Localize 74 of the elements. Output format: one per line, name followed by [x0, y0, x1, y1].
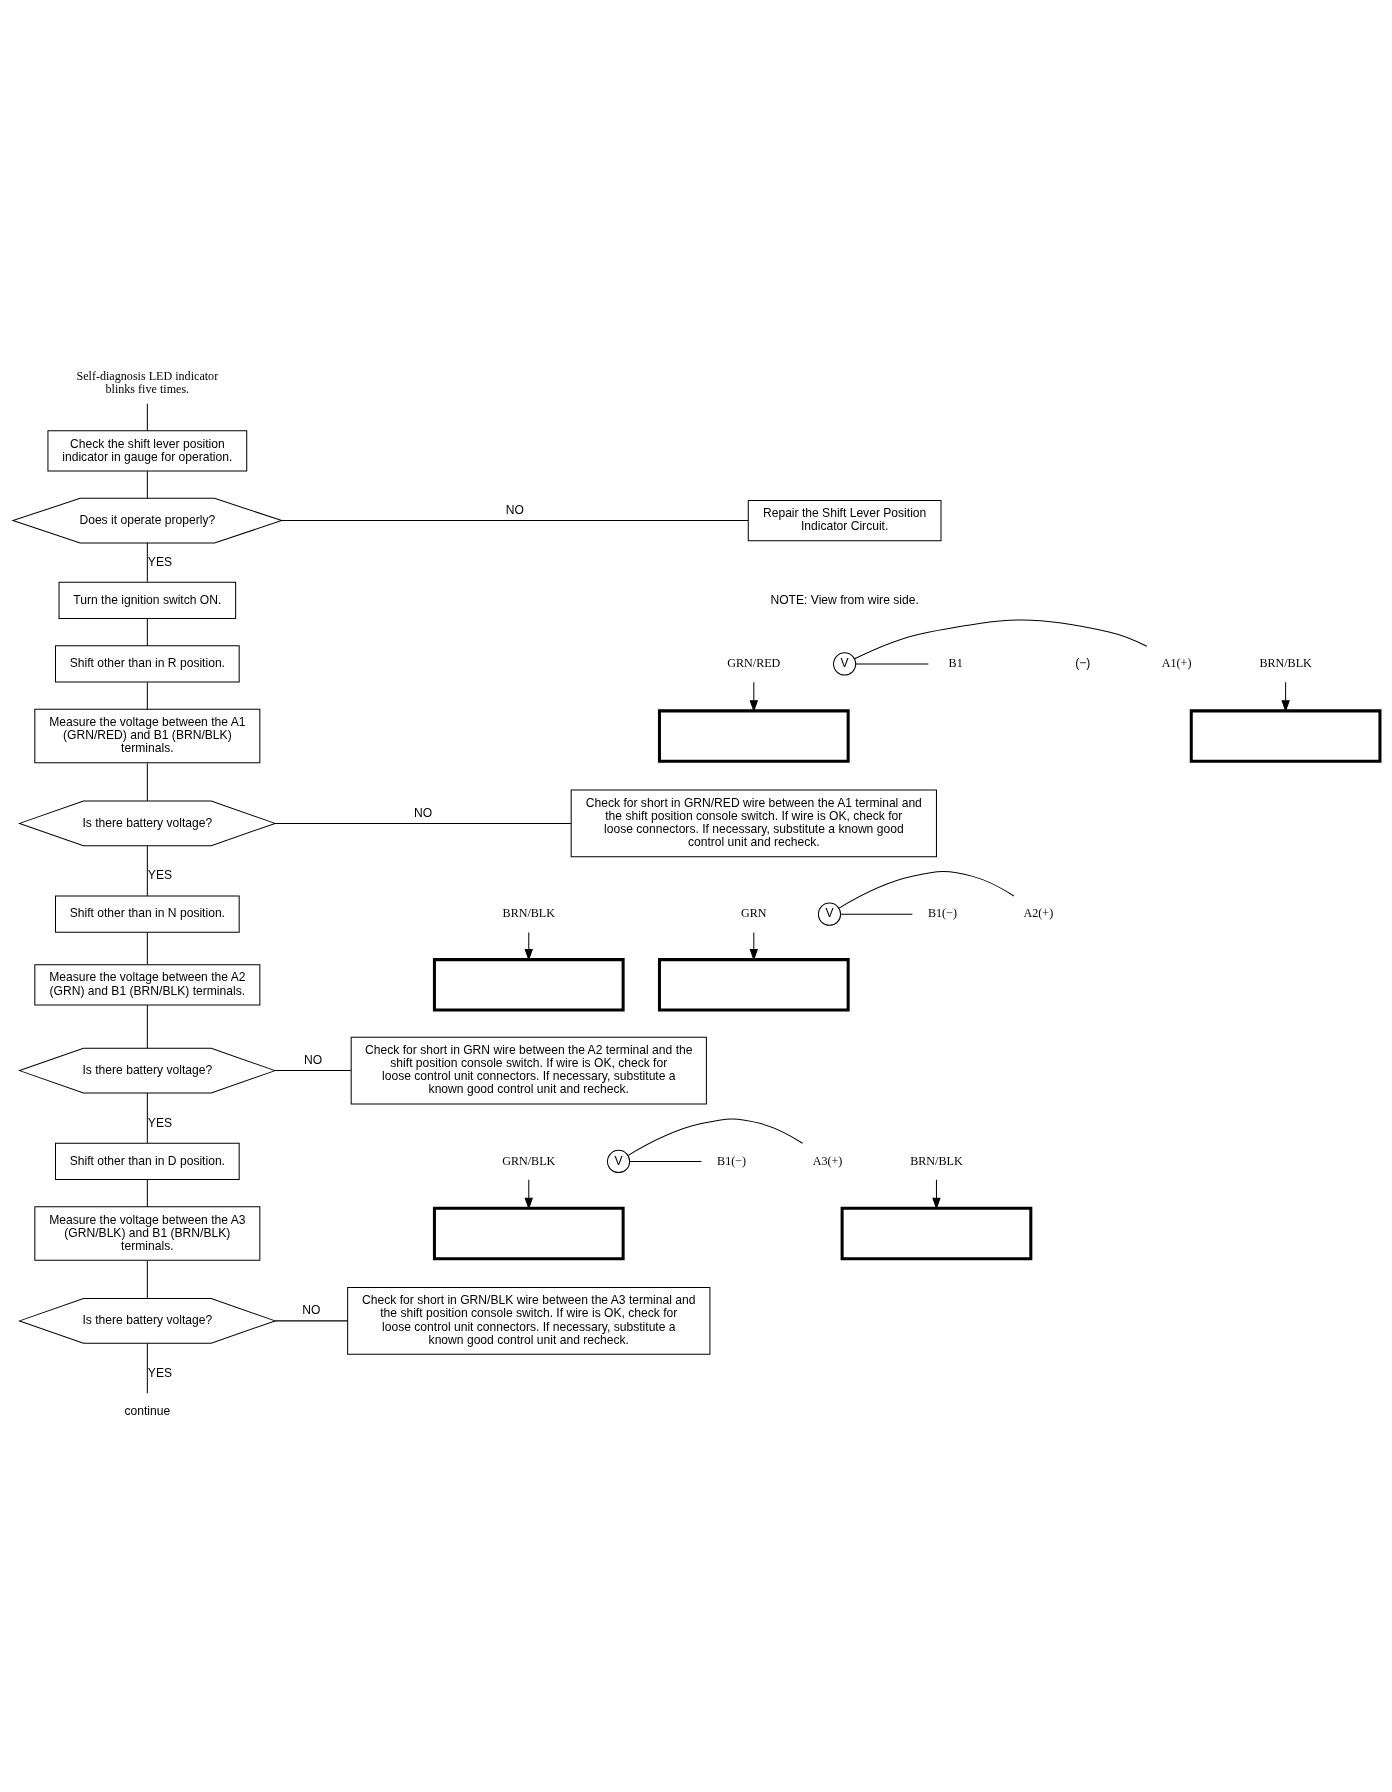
arrow: [931, 1178, 941, 1210]
arrow: [524, 931, 533, 961]
connector: [146, 1259, 148, 1299]
node-box: Turn the ignition switch ON.: [58, 581, 236, 619]
connector: [280, 519, 749, 521]
node-text: GRN/RED: [726, 655, 780, 670]
edge-label: NO: [301, 1302, 320, 1317]
node-text: B1(−): [716, 1153, 746, 1168]
node-text: A2(+): [1023, 905, 1053, 920]
node-box: Check for short in GRN/RED wire between the A1 terminal and the shift position console switch. If wire is OK, check for loose connectors. If necessary, substitute a known good control unit and recheck.: [570, 789, 937, 857]
connector: [627, 1117, 803, 1156]
connector: [146, 844, 148, 896]
node-box: Check for short in GRN wire between the A2 terminal and the shift position console switch. If wire is OK, check for loose control unit connectors. If necessary, substitute a known good control unit and recheck.: [350, 1036, 707, 1104]
node-box: [1189, 708, 1381, 763]
node-box: [432, 1206, 625, 1260]
label: (−): [1074, 655, 1090, 670]
arrow: [749, 681, 758, 712]
node-box: Shift other than in N position.: [54, 895, 240, 933]
node-box: [657, 957, 850, 1012]
connector: [629, 1160, 702, 1162]
connector: [274, 822, 571, 824]
node-box: [432, 957, 625, 1012]
connector: [146, 1004, 148, 1049]
node-box: [840, 1206, 1032, 1260]
node-text: BRN/BLK: [909, 1153, 963, 1168]
node-box: Repair the Shift Lever Position Indicator Circuit.: [747, 499, 941, 541]
connector: [146, 1178, 148, 1207]
connector: [274, 1319, 348, 1321]
connector: [146, 931, 148, 965]
node-box: [657, 708, 850, 763]
connector: [838, 870, 1014, 909]
node-box: Check for short in GRN/BLK wire between the A3 terminal and the shift position console switch. If wire is OK, check for loose control unit connectors. If necessary, substitute a known good control unit and recheck.: [346, 1286, 710, 1355]
connector: [146, 470, 148, 499]
node-circle: V: [817, 902, 841, 926]
edge-label: YES: [147, 1365, 172, 1380]
edge-label: YES: [147, 1115, 172, 1130]
connector: [854, 662, 929, 664]
node-box: Shift other than in D position.: [54, 1142, 240, 1180]
connector: [274, 1069, 351, 1071]
arrow: [524, 1178, 533, 1210]
node-text: continue: [123, 1403, 170, 1418]
edge-label: NO: [505, 502, 524, 517]
node-text: B1(−): [927, 905, 957, 920]
arrow: [749, 931, 758, 961]
connector: [146, 1342, 148, 1394]
node-text: GRN/BLK: [501, 1153, 555, 1168]
node-text: BRN/BLK: [1258, 655, 1312, 670]
node-box: Measure the voltage between the A1 (GRN/RED) and B1 (BRN/BLK) terminals.: [33, 708, 260, 763]
connector: [839, 913, 913, 915]
edge-label: YES: [147, 867, 172, 882]
connector: [853, 619, 1147, 659]
node-text: A1(+): [1161, 655, 1191, 670]
node-box: Check the shift lever position indicator in gauge for operation.: [46, 429, 247, 472]
edge-label: NO: [303, 1052, 322, 1067]
node-box: Measure the voltage between the A3 (GRN/BLK) and B1 (BRN/BLK) terminals.: [33, 1205, 260, 1261]
node-text: A3(+): [812, 1153, 842, 1168]
connector: [146, 681, 148, 710]
node-text: GRN: [740, 905, 767, 920]
connector: [146, 402, 148, 431]
node-box: Measure the voltage between the A2 (GRN) and B1 (BRN/BLK) terminals.: [33, 963, 260, 1006]
edge-label: YES: [147, 554, 172, 569]
node-text: B1: [948, 655, 963, 670]
node-box: Shift other than in R position.: [54, 644, 240, 683]
node-circle: V: [832, 651, 856, 676]
connector: [146, 762, 148, 802]
label: NOTE: View from wire side.: [769, 592, 919, 606]
node-text: Self-diagnosis LED indicator blinks five times.: [75, 368, 218, 396]
arrow: [1280, 681, 1290, 712]
node-circle: V: [606, 1149, 630, 1173]
connector: [146, 541, 148, 582]
connector: [146, 617, 148, 646]
node-text: BRN/BLK: [502, 905, 555, 920]
connector: [146, 1092, 148, 1143]
edge-label: NO: [413, 805, 432, 820]
